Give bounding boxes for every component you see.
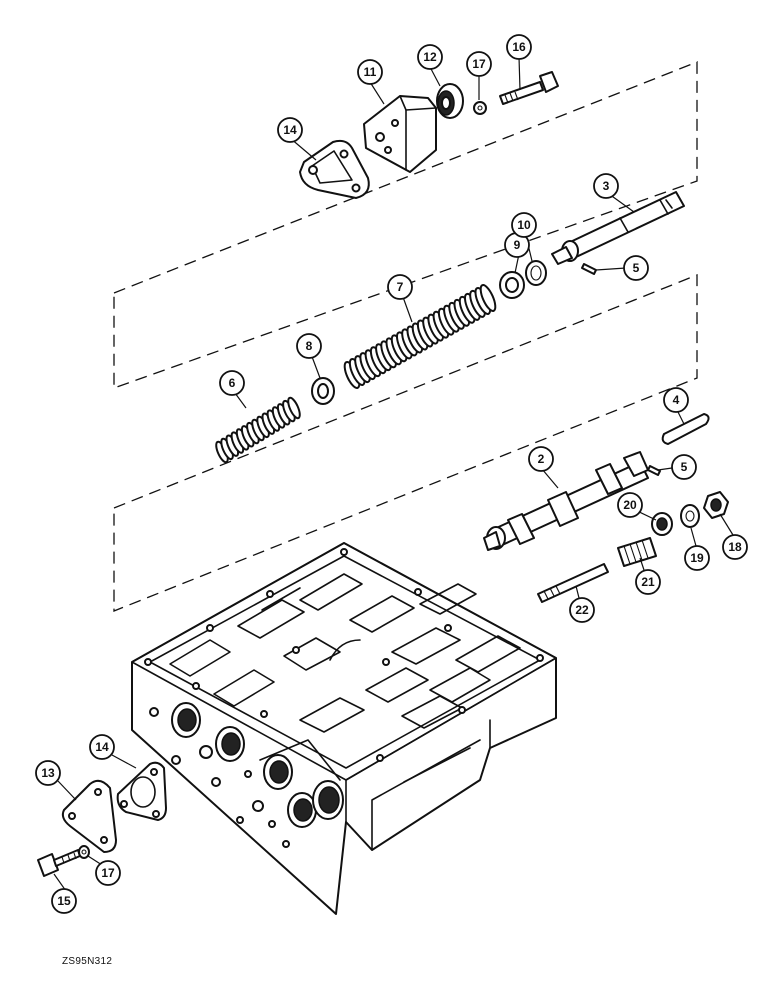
svg-text:10: 10 [517, 218, 531, 232]
callout-4: 4 [663, 387, 689, 413]
callout-11: 11 [357, 59, 383, 85]
lower-gasket [116, 761, 167, 821]
upper-lock-washer [473, 101, 487, 115]
svg-text:15: 15 [57, 894, 71, 908]
svg-text:4: 4 [673, 393, 680, 407]
hex-nut [703, 491, 729, 519]
lower-washer-seat [651, 512, 673, 536]
woodruff-key [661, 413, 710, 445]
callout-20: 20 [617, 492, 643, 518]
lower-spool-shaft [483, 451, 649, 551]
threaded-stud [537, 563, 609, 603]
flat-washer [499, 271, 525, 299]
svg-text:21: 21 [641, 575, 655, 589]
spring-seat-washer [311, 377, 335, 405]
callout-labels: 14 11 12 17 16 3 5 9 10 7 8 6 4 2 5 20 1… [35, 34, 748, 914]
svg-text:2: 2 [538, 452, 545, 466]
callout-5-upper: 5 [623, 255, 649, 281]
threaded-sleeve [617, 537, 657, 567]
svg-text:12: 12 [423, 50, 437, 64]
cap-bolt [499, 71, 559, 105]
callout-5-lower: 5 [671, 454, 697, 480]
svg-text:5: 5 [681, 460, 688, 474]
svg-text:20: 20 [623, 498, 637, 512]
lower-pin [647, 465, 661, 476]
callout-3: 3 [593, 173, 619, 199]
snap-ring [525, 260, 547, 286]
spring-coil [287, 396, 301, 420]
lower-lock-washer [78, 845, 90, 859]
upper-gasket [299, 139, 370, 199]
lower-flat-washer [680, 504, 700, 528]
callout-10: 10 [511, 212, 537, 238]
callout-18: 18 [722, 534, 748, 560]
upper-dashed-guide [113, 61, 698, 389]
svg-text:7: 7 [397, 280, 404, 294]
callout-8: 8 [296, 333, 322, 359]
callout-17-lower: 17 [95, 860, 121, 886]
cover-block [363, 95, 437, 173]
svg-text:3: 3 [603, 179, 610, 193]
upper-pin [581, 263, 597, 275]
svg-text:8: 8 [306, 339, 313, 353]
svg-text:14: 14 [283, 123, 297, 137]
callout-6: 6 [219, 370, 245, 396]
callout-15: 15 [51, 888, 77, 914]
end-cover-plate [61, 779, 117, 853]
spring-coil [479, 284, 497, 312]
callout-22: 22 [569, 597, 595, 623]
svg-text:11: 11 [364, 65, 377, 79]
short-spring [215, 396, 301, 464]
lower-dashed-guide [113, 274, 698, 612]
callout-14-upper: 14 [277, 117, 303, 143]
main-spring [343, 284, 497, 389]
svg-text:18: 18 [728, 540, 742, 554]
callout-17-upper: 17 [466, 51, 492, 77]
lower-cap-bolt [37, 849, 81, 877]
callout-21: 21 [635, 569, 661, 595]
callout-16: 16 [506, 34, 532, 60]
svg-text:13: 13 [41, 766, 55, 780]
svg-text:17: 17 [101, 866, 115, 880]
seal-ring [436, 83, 464, 119]
svg-text:22: 22 [575, 603, 589, 617]
svg-text:17: 17 [472, 57, 486, 71]
callout-7: 7 [387, 274, 413, 300]
valve-body-housing [131, 542, 557, 915]
svg-text:16: 16 [512, 40, 526, 54]
upper-spool-shaft [551, 191, 685, 265]
callout-14-lower: 14 [89, 734, 115, 760]
svg-text:19: 19 [690, 551, 704, 565]
svg-text:9: 9 [514, 238, 521, 252]
svg-text:14: 14 [95, 740, 109, 754]
svg-text:5: 5 [633, 261, 640, 275]
callout-12: 12 [417, 44, 443, 70]
callout-19: 19 [684, 545, 710, 571]
callout-13: 13 [35, 760, 61, 786]
callout-2: 2 [528, 446, 554, 472]
svg-text:6: 6 [229, 376, 236, 390]
drawing-reference-code: ZS95N312 [62, 956, 113, 967]
